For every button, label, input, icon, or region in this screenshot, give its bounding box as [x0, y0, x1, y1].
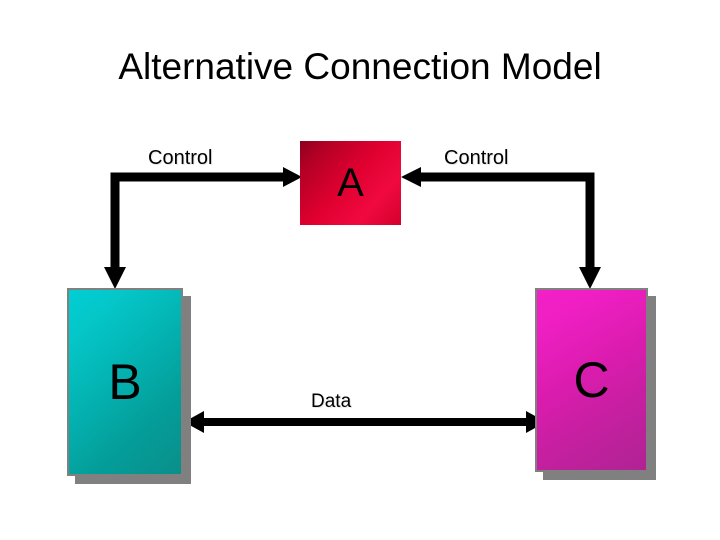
- node-a-label: A: [337, 161, 364, 205]
- node-b-face: B: [67, 288, 183, 476]
- edge-data-arrowhead-to-b: [184, 411, 204, 433]
- edge-control-right-arrowhead-to-a: [401, 167, 421, 187]
- node-b[interactable]: B: [67, 288, 191, 484]
- edge-label-control-left: Control: [148, 147, 213, 169]
- edge-control-left-arrowhead-to-a: [283, 167, 302, 187]
- edge-control-right-path: [412, 172, 595, 280]
- node-c[interactable]: C: [535, 288, 656, 480]
- page-title: Alternative Connection Model: [118, 46, 602, 87]
- node-a[interactable]: A: [300, 141, 401, 225]
- node-a-face: A: [300, 141, 401, 225]
- edge-control-left-arrowhead-to-b: [104, 267, 126, 289]
- edge-control-right-arrowhead-to-c: [579, 267, 601, 289]
- edge-control-left: [104, 167, 302, 289]
- node-c-face: C: [535, 288, 648, 472]
- node-b-label: B: [108, 354, 142, 410]
- edge-control-left-path: [110, 172, 292, 280]
- edge-data: [184, 411, 546, 433]
- edge-label-data: Data: [311, 391, 352, 412]
- edge-control-right: [401, 167, 601, 289]
- node-c-label: C: [573, 352, 610, 408]
- edge-label-control-right: Control: [444, 147, 509, 169]
